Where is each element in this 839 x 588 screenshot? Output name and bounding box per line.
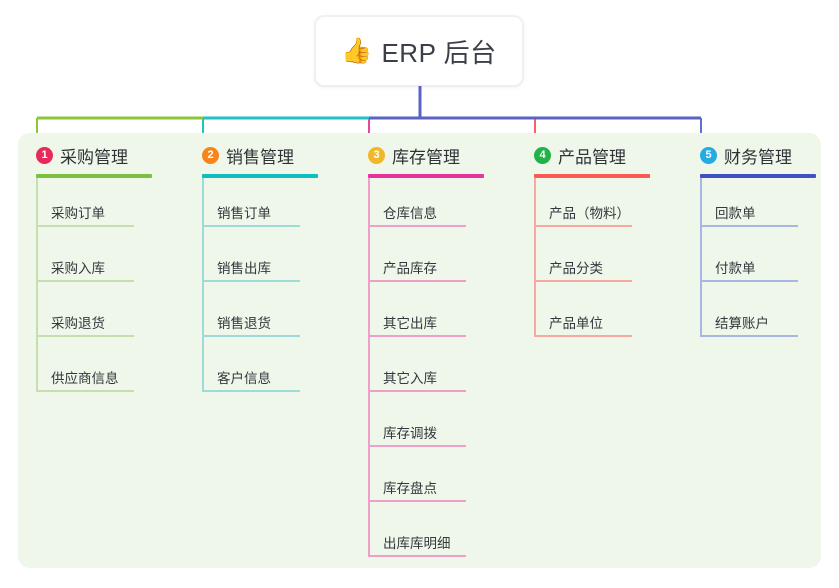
column-badge-5: 5: [700, 147, 717, 164]
leaf-item-label: 结算账户: [715, 316, 769, 331]
leaf-item-label: 其它出库: [383, 316, 437, 331]
leaf-item-label: 供应商信息: [51, 371, 119, 386]
leaf-item[interactable]: 销售出库: [184, 233, 350, 288]
leaf-item[interactable]: 产品单位: [516, 288, 682, 343]
column-title-4: 产品管理: [558, 148, 626, 167]
leaf-item-label: 销售出库: [217, 261, 271, 276]
column-spine-5: [700, 178, 702, 337]
leaf-item-rule: [36, 225, 134, 227]
column-header-5[interactable]: 5 财务管理: [682, 133, 839, 178]
leaf-item[interactable]: 采购订单: [18, 178, 184, 233]
leaf-item-rule: [700, 335, 798, 337]
leaf-item[interactable]: 其它出库: [350, 288, 516, 343]
leaf-item[interactable]: 客户信息: [184, 343, 350, 398]
column-group: 1 采购管理采购订单采购入库采购退货供应商信息 2 销售管理销售订单销售出库销售退货客…: [18, 133, 821, 568]
leaf-item-label: 回款单: [715, 206, 756, 221]
leaf-item-rule: [368, 335, 466, 337]
column-spine-1: [36, 178, 38, 392]
leaf-item-label: 采购订单: [51, 206, 105, 221]
leaf-item[interactable]: 采购退货: [18, 288, 184, 343]
leaf-item-rule: [368, 225, 466, 227]
leaf-item-rule: [202, 335, 300, 337]
leaf-item-rule: [202, 390, 300, 392]
leaf-item-label: 采购退货: [51, 316, 105, 331]
column-spine-3: [368, 178, 370, 557]
leaf-item[interactable]: 其它入库: [350, 343, 516, 398]
column-header-3[interactable]: 3 库存管理: [350, 133, 516, 178]
leaf-item-rule: [534, 225, 632, 227]
leaf-item-rule: [368, 500, 466, 502]
column-4: 4 产品管理产品（物料） 产品分类产品单位: [516, 133, 682, 343]
leaf-item-rule: [36, 390, 134, 392]
leaf-item[interactable]: 供应商信息: [18, 343, 184, 398]
leaf-item[interactable]: 销售订单: [184, 178, 350, 233]
leaf-item-label: 产品单位: [549, 316, 603, 331]
leaf-item-label: 销售订单: [217, 206, 271, 221]
column-header-rule-3: [368, 174, 484, 178]
column-header-rule-4: [534, 174, 650, 178]
leaf-item-label: 其它入库: [383, 371, 437, 386]
diagram-panel: [18, 133, 821, 568]
column-header-4[interactable]: 4 产品管理: [516, 133, 682, 178]
leaf-item-label: 产品库存: [383, 261, 437, 276]
column-badge-3: 3: [368, 147, 385, 164]
leaf-item-rule: [368, 390, 466, 392]
leaf-item-label: 采购入库: [51, 261, 105, 276]
root-node-title: ERP 后台: [381, 37, 497, 68]
leaf-item-rule: [368, 555, 466, 557]
leaf-item-label: 客户信息: [217, 371, 271, 386]
leaf-item[interactable]: 库存调拨: [350, 398, 516, 453]
thumbs-up-icon: 👍: [341, 36, 373, 65]
leaf-item-label: 库存盘点: [383, 481, 437, 496]
leaf-item-rule: [202, 225, 300, 227]
root-node[interactable]: 👍 ERP 后台: [315, 16, 523, 86]
column-badge-4: 4: [534, 147, 551, 164]
column-header-2[interactable]: 2 销售管理: [184, 133, 350, 178]
column-1: 1 采购管理采购订单采购入库采购退货供应商信息: [18, 133, 184, 398]
leaf-item-label: 付款单: [715, 261, 756, 276]
leaf-item-rule: [368, 445, 466, 447]
leaf-item[interactable]: 产品分类: [516, 233, 682, 288]
leaf-item[interactable]: 结算账户: [682, 288, 839, 343]
column-title-2: 销售管理: [226, 148, 294, 167]
leaf-item-rule: [202, 280, 300, 282]
leaf-item[interactable]: 回款单: [682, 178, 839, 233]
leaf-item-label: 库存调拨: [383, 426, 437, 441]
column-5: 5 财务管理回款单付款单结算账户: [682, 133, 839, 343]
leaf-item-rule: [368, 280, 466, 282]
leaf-item-label: 销售退货: [217, 316, 271, 331]
leaf-item[interactable]: 付款单: [682, 233, 839, 288]
leaf-item[interactable]: 产品库存: [350, 233, 516, 288]
column-header-rule-1: [36, 174, 152, 178]
column-header-rule-5: [700, 174, 816, 178]
column-badge-1: 1: [36, 147, 53, 164]
column-title-1: 采购管理: [60, 148, 128, 167]
column-spine-4: [534, 178, 536, 337]
column-spine-2: [202, 178, 204, 392]
column-badge-2: 2: [202, 147, 219, 164]
leaf-item-label: 产品（物料）: [549, 206, 630, 221]
leaf-item[interactable]: 销售退货: [184, 288, 350, 343]
column-3: 3 库存管理仓库信息产品库存其它出库其它入库库存调拨库存盘点出库库明细: [350, 133, 516, 563]
leaf-item-rule: [700, 280, 798, 282]
leaf-item-rule: [36, 335, 134, 337]
column-2: 2 销售管理销售订单销售出库销售退货客户信息: [184, 133, 350, 398]
column-title-5: 财务管理: [724, 148, 792, 167]
column-header-rule-2: [202, 174, 318, 178]
column-title-3: 库存管理: [392, 148, 460, 167]
leaf-item-label: 产品分类: [549, 261, 603, 276]
leaf-item-rule: [700, 225, 798, 227]
leaf-item-label: 出库库明细: [383, 536, 451, 551]
leaf-item-rule: [534, 335, 632, 337]
leaf-item[interactable]: 出库库明细: [350, 508, 516, 563]
leaf-item[interactable]: 采购入库: [18, 233, 184, 288]
leaf-item[interactable]: 产品（物料）: [516, 178, 682, 233]
column-header-1[interactable]: 1 采购管理: [18, 133, 184, 178]
leaf-item-label: 仓库信息: [383, 206, 437, 221]
leaf-item-rule: [36, 280, 134, 282]
leaf-item-rule: [534, 280, 632, 282]
leaf-item[interactable]: 库存盘点: [350, 453, 516, 508]
leaf-item[interactable]: 仓库信息: [350, 178, 516, 233]
